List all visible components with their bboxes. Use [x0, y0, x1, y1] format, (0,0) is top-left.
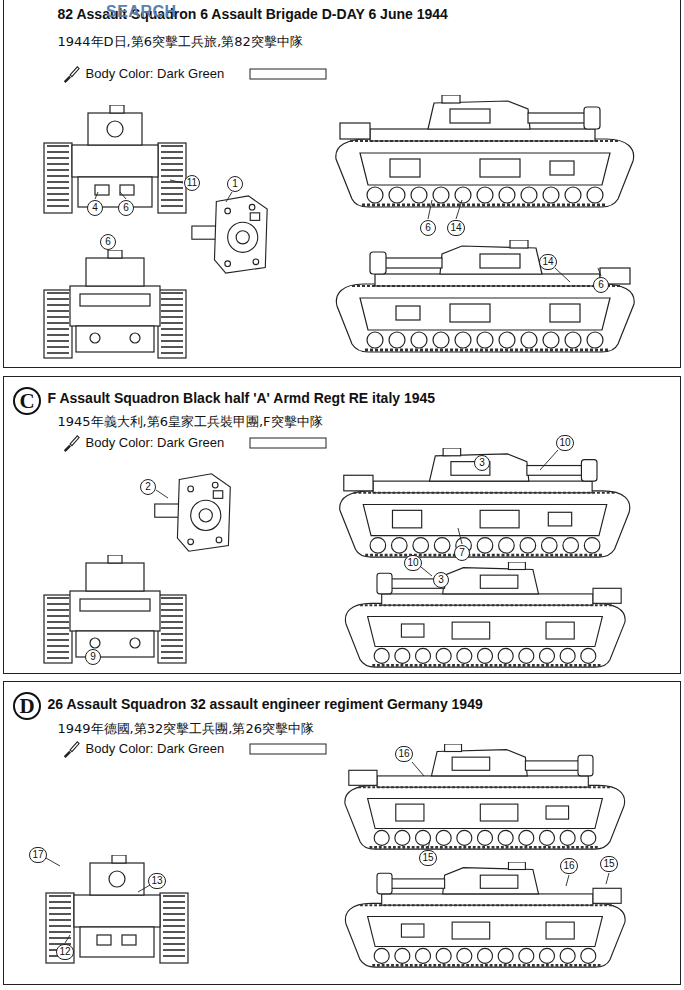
- section-subtitle-zh: 1945年義大利,第6皇家工兵裝甲團,F突擊中隊: [58, 413, 323, 431]
- callout-number: 7: [454, 545, 470, 561]
- body-color-note: Body Color: Dark Green: [86, 741, 225, 756]
- callout-number: 3: [433, 572, 449, 588]
- section-letter-text: C: [19, 389, 34, 414]
- section-letter-text: D: [19, 694, 34, 719]
- callout-number: 10: [404, 555, 421, 571]
- section-title: 26 Assault Squadron 32 assault engineer …: [48, 696, 483, 712]
- callout-number: 17: [29, 847, 46, 863]
- callout-number: 3: [474, 455, 490, 471]
- section-letter: C: [13, 387, 41, 415]
- watermark: SEARCH: [106, 3, 177, 21]
- callout-number: 13: [148, 873, 165, 889]
- callout-number: 10: [556, 435, 573, 451]
- callout-number: 9: [85, 649, 101, 665]
- callout-number: 12: [56, 944, 73, 960]
- callout-number: 2: [140, 479, 156, 495]
- callout-number: 16: [560, 858, 577, 874]
- section-subtitle-zh: 1944年D日,第6突擊工兵旅,第82突擊中隊: [58, 33, 303, 51]
- section-subtitle-zh: 1949年德國,第32突擊工兵團,第26突擊中隊: [58, 720, 314, 738]
- callout-number: 6: [593, 277, 609, 293]
- section-letter: D: [13, 692, 41, 720]
- callout-number: 11: [184, 175, 200, 191]
- body-color-note: Body Color: Dark Green: [86, 435, 225, 450]
- callout-number: 6: [420, 220, 436, 236]
- callout-number: 4: [87, 200, 103, 216]
- callout-number: 15: [419, 850, 436, 866]
- callout-number: 16: [395, 746, 412, 762]
- section-panel: 26 Assault Squadron 32 assault engineer …: [3, 681, 681, 985]
- callout-number: 6: [100, 234, 116, 250]
- section-panel: 82 Assault Squadron 6 Assault Brigade D-…: [3, 0, 681, 368]
- body-color-note: Body Color: Dark Green: [86, 66, 225, 81]
- section-title: F Assault Squadron Black half 'A' Armd R…: [48, 390, 436, 406]
- callout-number: 14: [447, 220, 464, 236]
- callout-number: 15: [600, 856, 617, 872]
- callout-number: 6: [118, 200, 134, 216]
- callout-number: 14: [539, 254, 556, 270]
- callout-number: 1: [227, 176, 243, 192]
- section-panel: F Assault Squadron Black half 'A' Armd R…: [3, 376, 681, 674]
